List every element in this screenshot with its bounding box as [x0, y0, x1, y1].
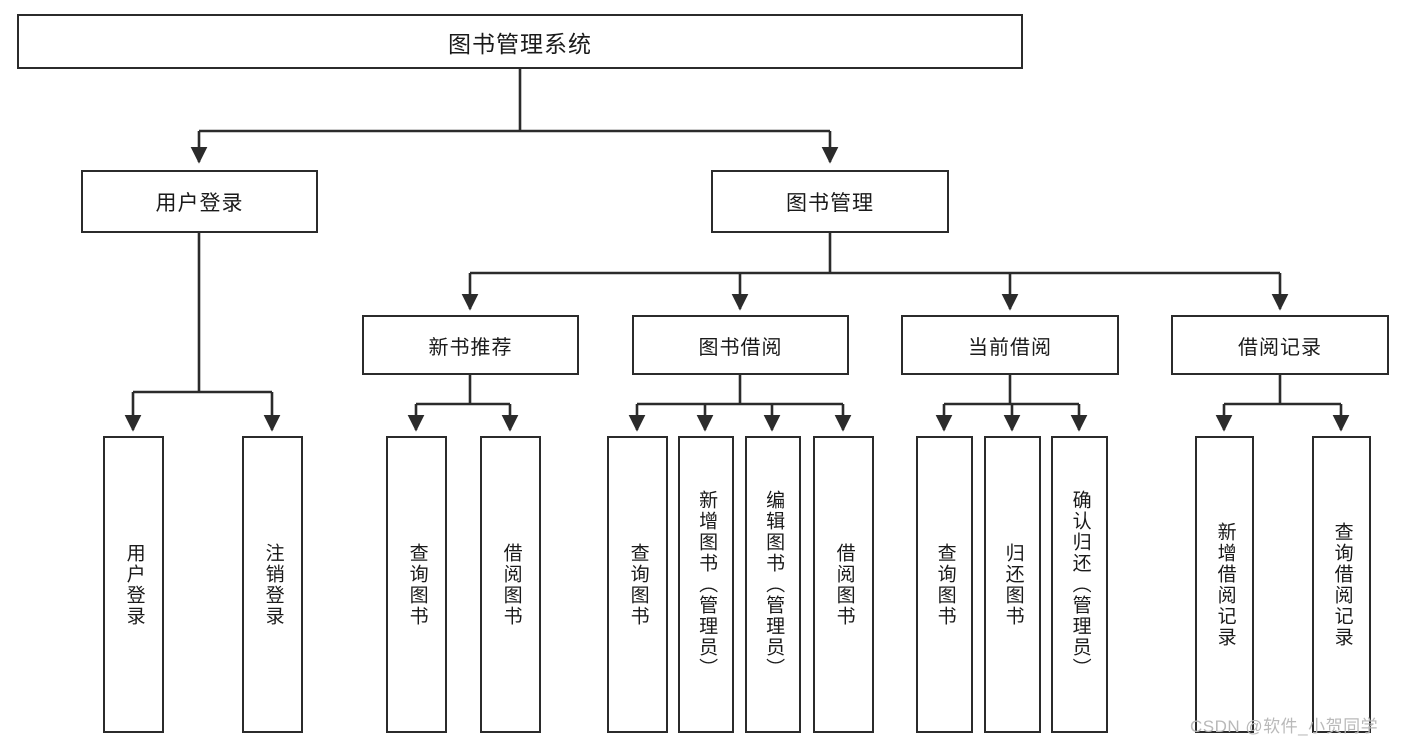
- node-borrow-record[interactable]: 借阅记录: [1171, 315, 1389, 375]
- node-leaf-return-book[interactable]: 归还图书: [984, 436, 1041, 733]
- node-leaf-add-book[interactable]: 新增图书（管理员）: [678, 436, 734, 733]
- node-book-manage[interactable]: 图书管理: [711, 170, 949, 233]
- node-leaf-borrow-book-2-label: 借阅图书: [833, 542, 855, 627]
- node-leaf-user-login-label: 用户登录: [123, 542, 145, 627]
- node-user-login[interactable]: 用户登录: [81, 170, 318, 233]
- node-leaf-query-book-3-label: 查询图书: [934, 542, 956, 627]
- node-leaf-query-record[interactable]: 查询借阅记录: [1312, 436, 1371, 733]
- node-new-book-rec[interactable]: 新书推荐: [362, 315, 579, 375]
- node-leaf-user-login[interactable]: 用户登录: [103, 436, 164, 733]
- node-leaf-return-book-label: 归还图书: [1002, 542, 1024, 627]
- node-leaf-add-book-label: 新增图书（管理员）: [696, 490, 718, 679]
- node-leaf-query-book-2-label: 查询图书: [627, 542, 649, 627]
- watermark: CSDN @软件_小贺同学: [1190, 717, 1379, 736]
- node-leaf-logout-label: 注销登录: [262, 542, 284, 627]
- node-leaf-edit-book[interactable]: 编辑图书（管理员）: [745, 436, 801, 733]
- node-user-login-label: 用户登录: [155, 191, 244, 215]
- node-book-borrow-label: 图书借阅: [698, 336, 783, 359]
- node-leaf-query-book-2[interactable]: 查询图书: [607, 436, 668, 733]
- node-leaf-confirm-return-label: 确认归还（管理员）: [1069, 490, 1091, 679]
- node-leaf-query-book-1[interactable]: 查询图书: [386, 436, 447, 733]
- node-new-book-rec-label: 新书推荐: [428, 336, 513, 359]
- node-leaf-borrow-book-2[interactable]: 借阅图书: [813, 436, 874, 733]
- node-leaf-confirm-return[interactable]: 确认归还（管理员）: [1051, 436, 1108, 733]
- node-current-borrow-label: 当前借阅: [968, 336, 1052, 359]
- node-leaf-borrow-book-1-label: 借阅图书: [500, 542, 522, 627]
- node-root-label: 图书管理系统: [448, 30, 592, 57]
- node-leaf-logout[interactable]: 注销登录: [242, 436, 303, 733]
- node-leaf-edit-book-label: 编辑图书（管理员）: [763, 490, 785, 679]
- node-current-borrow[interactable]: 当前借阅: [901, 315, 1119, 375]
- node-borrow-record-label: 借阅记录: [1238, 336, 1322, 359]
- node-book-manage-label: 图书管理: [786, 191, 874, 215]
- node-leaf-add-record-label: 新增借阅记录: [1214, 521, 1236, 648]
- node-leaf-query-book-3[interactable]: 查询图书: [916, 436, 973, 733]
- node-leaf-borrow-book-1[interactable]: 借阅图书: [480, 436, 541, 733]
- node-book-borrow[interactable]: 图书借阅: [632, 315, 849, 375]
- node-leaf-add-record[interactable]: 新增借阅记录: [1195, 436, 1254, 733]
- node-leaf-query-book-1-label: 查询图书: [406, 542, 428, 627]
- node-root[interactable]: 图书管理系统: [17, 14, 1023, 69]
- node-leaf-query-record-label: 查询借阅记录: [1331, 521, 1353, 648]
